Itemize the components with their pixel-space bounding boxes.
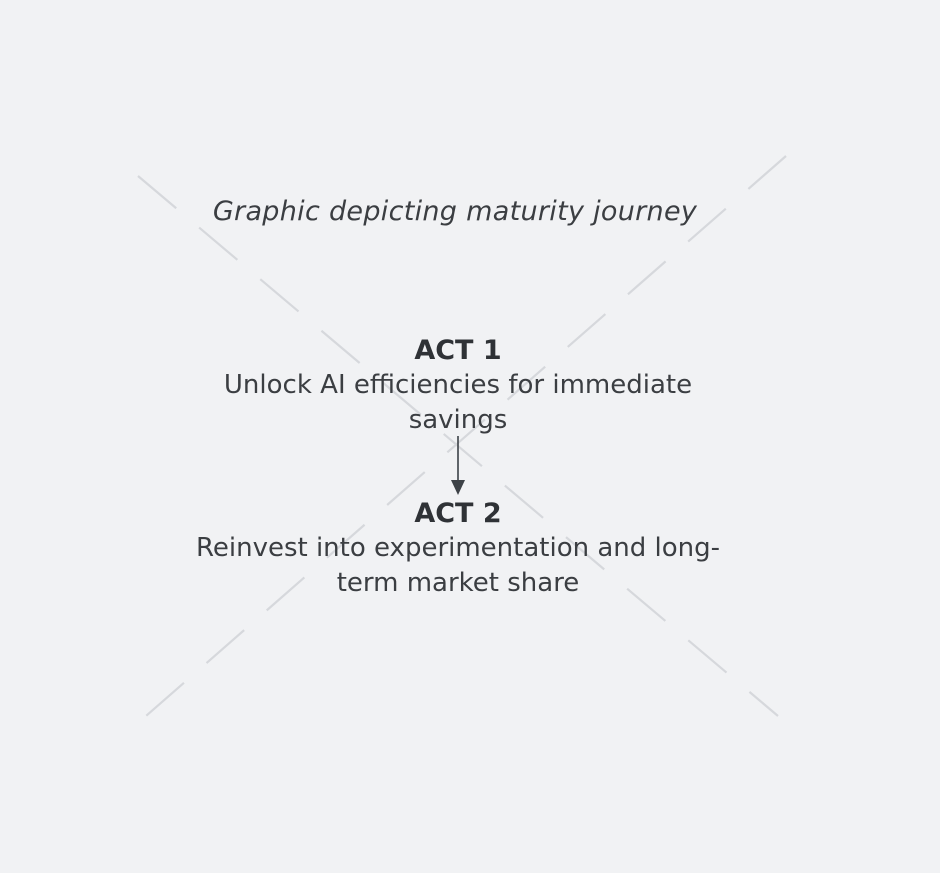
act-2-block: ACT 2 Reinvest into experimentation and … [180,497,736,601]
placeholder-diagonal-up [145,155,787,717]
act-1-description: Unlock AI efficiencies for immediate sav… [223,370,693,435]
graphic-caption: Graphic depicting maturity journey [212,196,698,227]
act-1-block: ACT 1 Unlock AI efficiencies for immedia… [180,334,736,438]
act-2-description: Reinvest into experimentation and long-t… [195,533,721,598]
act-1-title: ACT 1 [414,335,502,366]
down-arrow-icon [451,436,465,495]
act-2-title: ACT 2 [414,498,502,529]
